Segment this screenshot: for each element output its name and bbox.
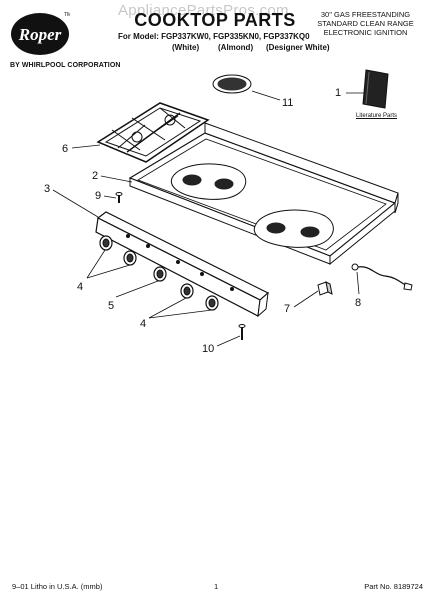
footer-print-info: 9–01 Litho in U.S.A. (mmb) — [12, 582, 103, 591]
spec-line-2: STANDARD CLEAN RANGE — [317, 19, 414, 28]
callout-4a: 4 — [77, 281, 83, 293]
igniter-wire-part-8 — [351, 263, 413, 291]
control-knobs-parts-4-5 — [99, 235, 219, 311]
literature-booklet-icon — [362, 69, 389, 109]
watermark-text: AppliancePartsPros.com — [118, 2, 289, 19]
leader-lines — [52, 90, 364, 347]
callout-numbers: 1 2 3 4 5 4 6 7 8 9 10 11 — [44, 87, 361, 355]
model-numbers: For Model: FGP337KW0, FGP335KN0, FGP337K… — [118, 32, 310, 41]
knob-5-icon — [205, 295, 219, 311]
color-white: (White) — [172, 43, 200, 52]
range-spec: 30" GAS FREESTANDING STANDARD CLEAN RANG… — [308, 10, 423, 37]
color-almond: (Almond) — [218, 43, 254, 52]
footer-part-number: Part No. 8189724 — [364, 582, 423, 591]
callout-3: 3 — [44, 183, 50, 195]
left-burner-recess — [171, 163, 247, 200]
callout-1: 1 — [335, 87, 341, 99]
callout-7: 7 — [284, 303, 290, 315]
trademark-mark: TM — [64, 12, 70, 18]
screw-part-9 — [115, 192, 123, 203]
callout-9: 9 — [95, 190, 101, 202]
screw-part-10 — [238, 324, 246, 340]
callout-8: 8 — [355, 297, 361, 309]
brand-subtitle: BY WHIRLPOOL CORPORATION — [10, 62, 121, 69]
spec-line-1: 30" GAS FREESTANDING — [320, 10, 411, 19]
logo-text: Roper — [18, 25, 62, 44]
roper-logo: Roper TM — [11, 12, 70, 55]
spec-line-3: ELECTRONIC IGNITION — [323, 28, 408, 37]
page-title: COOKTOP PARTS — [134, 10, 296, 30]
knob-2-icon — [123, 250, 137, 266]
burner-grate-part-6 — [96, 102, 210, 163]
cooktop-panel-part-2 — [128, 122, 399, 266]
burner-cap-part-11 — [212, 74, 252, 94]
callout-5: 5 — [108, 300, 114, 312]
knob-3-icon — [153, 266, 167, 282]
control-panel-part-3 — [95, 211, 270, 318]
right-burner-recess — [253, 209, 334, 248]
callout-10: 10 — [202, 343, 214, 355]
footer-page-number: 1 — [214, 582, 219, 591]
callout-4b: 4 — [140, 318, 146, 330]
model-colors: (White) (Almond) (Designer White) — [172, 43, 330, 52]
color-designer-white: (Designer White) — [266, 43, 330, 52]
knob-1-icon — [99, 235, 113, 251]
callout-11: 11 — [282, 97, 293, 109]
knob-4-icon — [180, 283, 194, 299]
callout-6: 6 — [62, 143, 68, 155]
bracket-part-7 — [317, 281, 333, 296]
literature-parts-label: Literature Parts — [356, 113, 398, 119]
callout-2: 2 — [92, 170, 98, 182]
